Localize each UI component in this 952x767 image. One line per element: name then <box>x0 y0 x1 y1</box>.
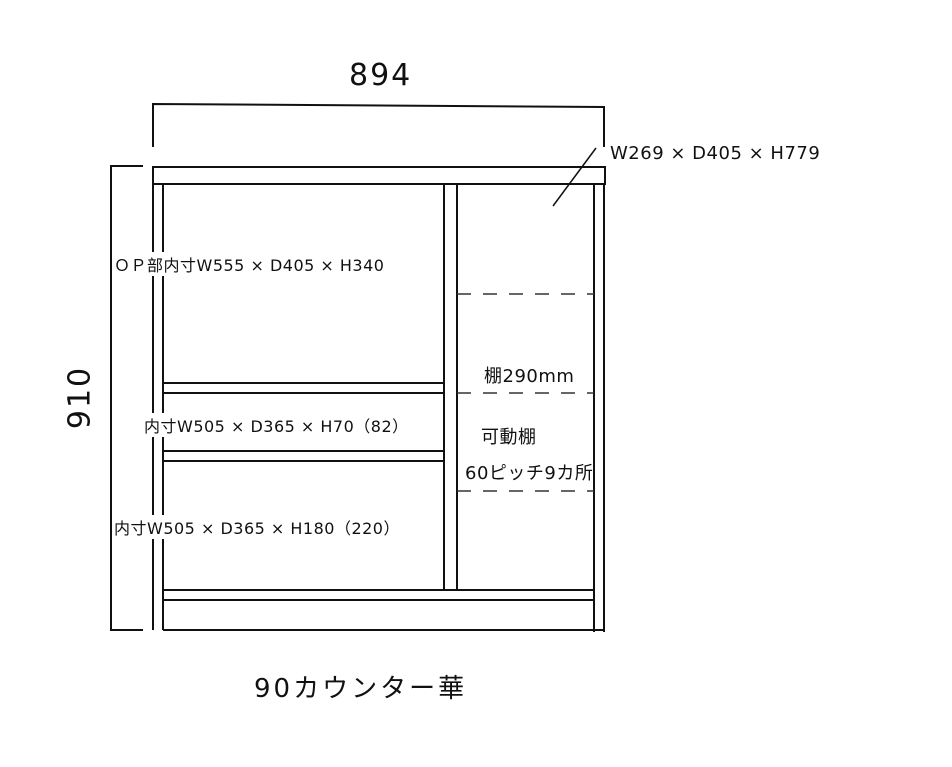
top-board <box>152 166 606 185</box>
shelf-size-label: 棚290mm <box>484 366 575 387</box>
leader-line <box>552 147 597 207</box>
upper-drawer-label: 内寸W505 × D365 × H70（82） <box>144 413 409 437</box>
drawing-title: 90カウンター華 <box>254 674 468 704</box>
height-dimension-line <box>110 165 143 631</box>
adjustable-shelf-label: 可動棚 <box>481 427 537 448</box>
right-compartment-label: W269 × D405 × H779 <box>610 143 821 164</box>
overall-width-label: 894 <box>349 58 413 93</box>
open-section-label: ＯＰ部内寸W555 × D405 × H340 <box>114 252 385 276</box>
shelf-pitch-label: 60ピッチ9カ所 <box>465 463 594 484</box>
overall-height-label: 910 <box>62 365 98 430</box>
lower-drawer-label: 内寸W505 × D365 × H180（220） <box>114 515 400 539</box>
width-dimension-line <box>152 102 605 147</box>
